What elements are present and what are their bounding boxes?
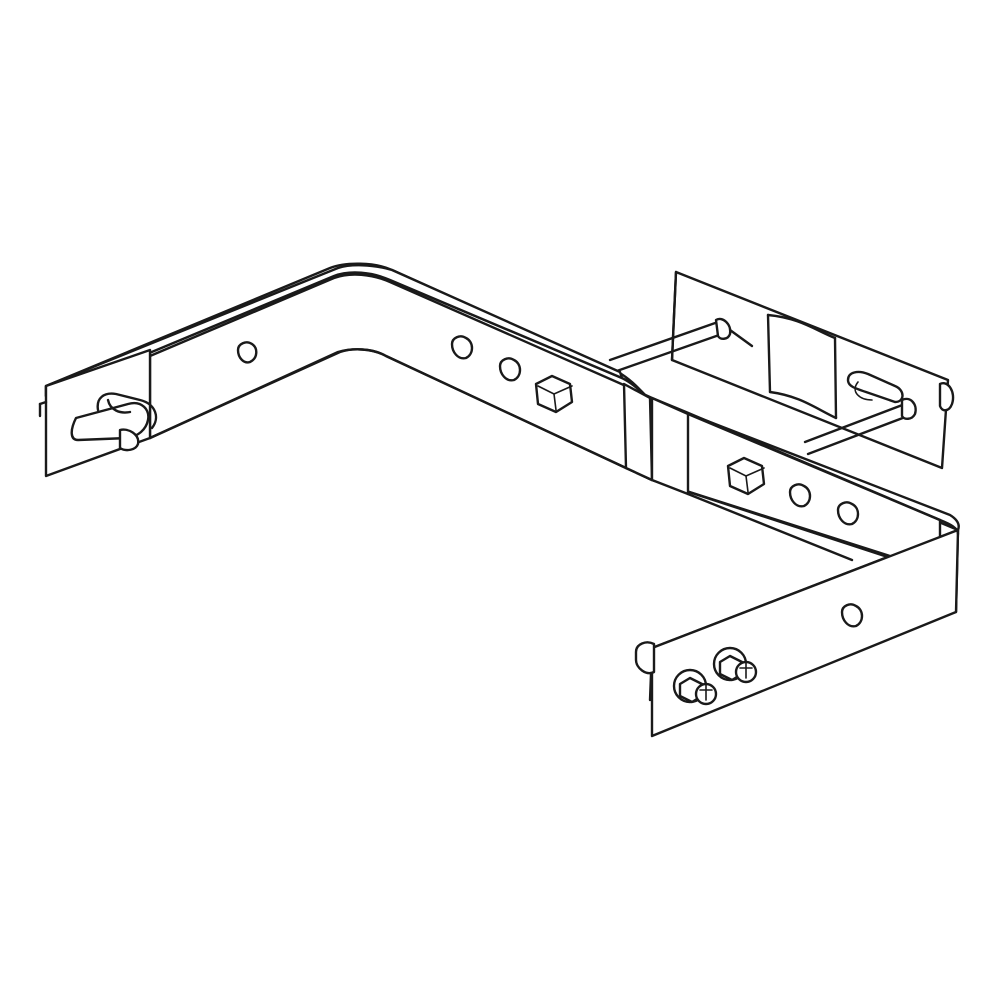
rear-plate-slot xyxy=(846,370,904,404)
bolt-holes xyxy=(236,335,864,628)
hole-1 xyxy=(236,341,258,364)
threaded-rods xyxy=(608,317,955,456)
hole-6 xyxy=(840,603,864,628)
hole-3 xyxy=(498,357,522,382)
hole-2 xyxy=(450,335,474,360)
end-nut-left xyxy=(634,641,656,675)
right-arm-fasteners xyxy=(634,641,758,706)
main-bracket-body xyxy=(38,262,960,738)
left-u-bolt xyxy=(70,392,158,452)
hex-bolts xyxy=(534,374,766,496)
hole-4 xyxy=(788,483,812,508)
rear-rod-nut xyxy=(938,382,955,412)
hole-5 xyxy=(836,501,860,526)
rear-clamp-plate xyxy=(670,270,950,470)
